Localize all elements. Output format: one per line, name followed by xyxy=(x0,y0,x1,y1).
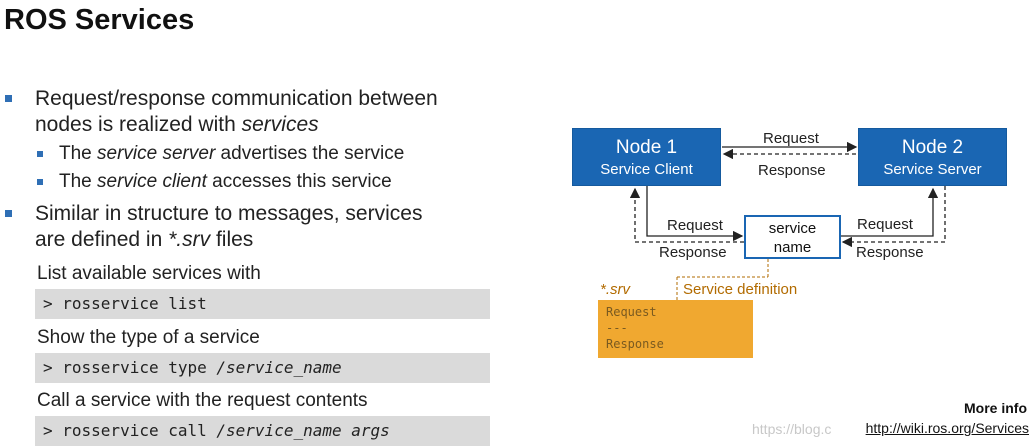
srv-file-label: *.srv xyxy=(600,281,630,298)
bullet-text: Similar in structure to messages, servic… xyxy=(35,202,423,251)
bullet-text: Request/response communication between n… xyxy=(35,87,438,136)
call-label: Call a service with the request contents xyxy=(37,390,368,411)
sub-bullet-marker xyxy=(37,151,43,157)
left-request-label: Request xyxy=(667,217,723,234)
srv-definition-box: Request --- Response xyxy=(598,300,753,358)
type-label: Show the type of a service xyxy=(37,327,260,348)
service-name-box: service name xyxy=(744,215,841,259)
more-info-label: More info xyxy=(964,400,1027,416)
code-type: > rosservice type /service_name xyxy=(35,353,490,383)
list-label: List available services with xyxy=(37,263,261,284)
bullet-marker xyxy=(5,210,12,217)
node1-title: Node 1 xyxy=(615,137,678,158)
node2-subtitle: Service Server xyxy=(883,161,982,178)
node2-box: Node 2 Service Server xyxy=(858,128,1007,186)
right-request-label: Request xyxy=(857,216,913,233)
right-response-label: Response xyxy=(856,244,924,261)
more-info-link[interactable]: http://wiki.ros.org/Services xyxy=(865,420,1029,436)
node2-title: Node 2 xyxy=(901,137,964,158)
srv-request-line: Request xyxy=(606,305,657,319)
sub-bullet-text: The service server advertises the servic… xyxy=(59,143,405,164)
node1-box: Node 1 Service Client xyxy=(572,128,721,186)
sub-bullet-marker xyxy=(37,179,43,185)
code-call: > rosservice call /service_name args xyxy=(35,416,490,446)
srv-separator: --- xyxy=(606,321,628,335)
service-definition-label: Service definition xyxy=(683,281,798,298)
sub-bullet-text: The service client accesses this service xyxy=(59,171,392,192)
srv-response-line: Response xyxy=(606,337,664,351)
top-request-label: Request xyxy=(763,130,819,147)
top-response-label: Response xyxy=(758,162,826,179)
bullet-marker xyxy=(5,95,12,102)
node1-subtitle: Service Client xyxy=(600,161,693,178)
left-response-label: Response xyxy=(659,244,727,261)
page-title: ROS Services xyxy=(4,4,195,36)
watermark-text: https://blog.c xyxy=(752,421,832,437)
code-list: > rosservice list xyxy=(35,289,490,319)
